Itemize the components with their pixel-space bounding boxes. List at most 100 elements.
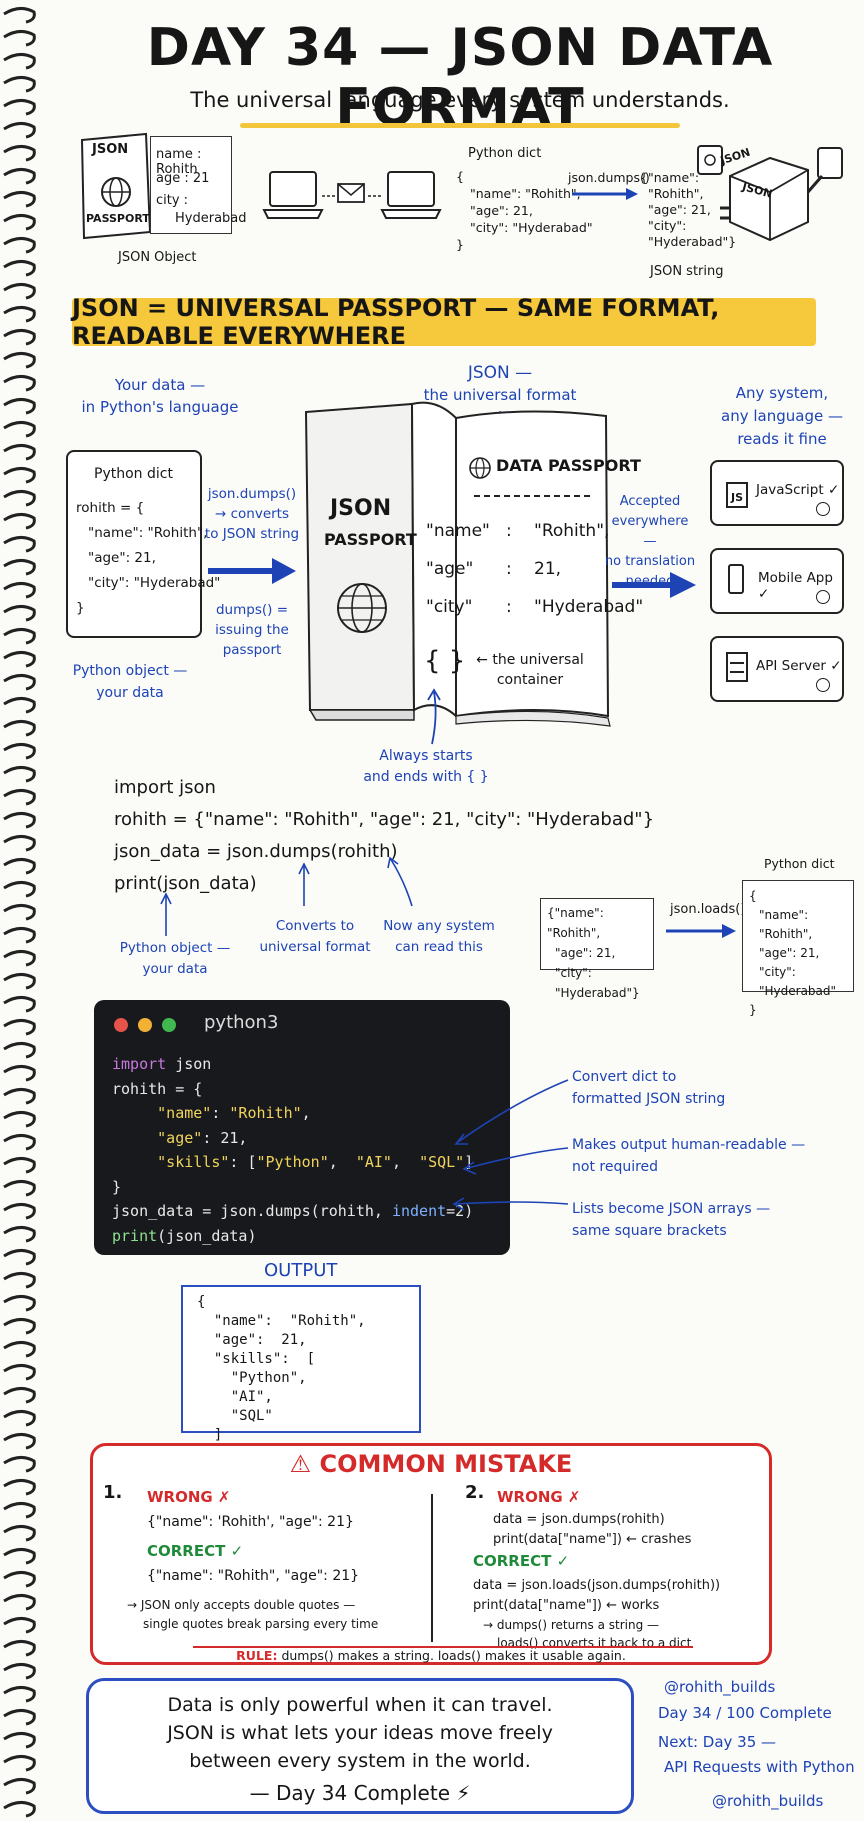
spiral-ring bbox=[3, 1249, 36, 1266]
note-line: JSON — bbox=[467, 363, 533, 383]
rule-label: RULE: bbox=[236, 1648, 278, 1663]
mistake-num: 1. bbox=[103, 1482, 123, 1503]
author-handle[interactable]: @rohith_builds bbox=[664, 1678, 776, 1696]
note-line: Always starts bbox=[379, 748, 473, 764]
note-line: → JSON only accepts double quotes — bbox=[127, 1598, 356, 1612]
common-mistake-box: ⚠ COMMON MISTAKE 1. WRONG ✗ {"name": 'Ro… bbox=[90, 1443, 772, 1665]
note-line: Python object — bbox=[119, 940, 231, 956]
spiral-ring bbox=[3, 444, 36, 461]
wrong-label: WRONG ✗ bbox=[147, 1488, 231, 1506]
output-line: "SQL" bbox=[197, 1408, 273, 1424]
any-system-note: Any system, any language — reads it fine bbox=[712, 382, 852, 451]
spiral-ring bbox=[3, 145, 36, 162]
your-data-note: Your data — in Python's language bbox=[60, 374, 260, 418]
spiral-ring bbox=[3, 1594, 36, 1611]
note-line: any language — bbox=[721, 407, 843, 425]
json-value: 21, bbox=[534, 559, 562, 579]
spiral-ring bbox=[3, 1732, 36, 1749]
laptops-exchange-icon bbox=[262, 171, 442, 219]
correct-label: CORRECT ✓ bbox=[147, 1542, 244, 1560]
spiral-ring bbox=[3, 1088, 36, 1105]
server-icon bbox=[726, 652, 748, 682]
note-line: ← the universal bbox=[476, 652, 584, 668]
note-line: issuing the bbox=[215, 622, 289, 638]
spiral-ring bbox=[3, 421, 36, 438]
system-name: JavaScript ✓ bbox=[756, 482, 840, 498]
code-line: print(data["name"]) ← crashes bbox=[493, 1532, 692, 1547]
code-line: "Rohith", bbox=[648, 186, 704, 201]
json-key: "age" bbox=[426, 559, 474, 579]
correct-label: CORRECT ✓ bbox=[473, 1552, 570, 1570]
code-line: print(json_data) bbox=[114, 873, 257, 894]
output-line: "age": 21, bbox=[197, 1332, 307, 1348]
spiral-ring bbox=[3, 306, 36, 323]
spiral-ring bbox=[3, 904, 36, 921]
ann-any-system: Now any system can read this bbox=[374, 916, 504, 958]
spiral-ring bbox=[3, 1111, 36, 1128]
spiral-ring bbox=[3, 1686, 36, 1703]
code-line: "name": "Rohith", bbox=[88, 525, 208, 541]
spiral-ring bbox=[3, 1571, 36, 1588]
spiral-ring bbox=[3, 651, 36, 668]
spiral-ring bbox=[3, 927, 36, 944]
mistake-num: 2. bbox=[465, 1482, 485, 1503]
wrong-code: data = json.dumps(rohith) print(data["na… bbox=[493, 1510, 691, 1550]
code-line: "age": 21, bbox=[555, 946, 616, 960]
terminal-annotation: Lists become JSON arrays — same square b… bbox=[572, 1198, 770, 1242]
passport-field: age : 21 bbox=[156, 171, 210, 186]
spiral-ring bbox=[3, 1295, 36, 1312]
output-line: "name": "Rohith", bbox=[197, 1313, 366, 1329]
mistake-title: COMMON MISTAKE bbox=[319, 1450, 573, 1478]
author-handle-bottom[interactable]: @rohith_builds bbox=[712, 1792, 824, 1810]
code-snippet: import json rohith = {"name": "Rohith", … bbox=[114, 772, 654, 900]
json-sep: : bbox=[506, 559, 512, 579]
spiral-ring bbox=[3, 122, 36, 139]
arrow-up-icon bbox=[427, 688, 441, 745]
passport-info-card: name : Rohith age : 21 city : Hyderabad bbox=[150, 136, 247, 234]
note-line: Makes output human-readable — bbox=[572, 1137, 806, 1153]
code-line: "name": "Rohith", bbox=[470, 186, 581, 201]
page-title: DAY 34 — JSON DATA FORMAT bbox=[146, 18, 774, 138]
json-value: "Hyderabad" bbox=[534, 597, 644, 617]
spiral-ring bbox=[3, 743, 36, 760]
loads-input-box: {"name": "Rohith", "age": 21, "city": "H… bbox=[540, 898, 654, 1000]
spiral-ring bbox=[3, 490, 36, 507]
top-python-dict: { "name": "Rohith", "age": 21, "city": "… bbox=[456, 168, 593, 253]
code-line: { bbox=[456, 169, 464, 184]
spiral-ring bbox=[3, 1525, 36, 1542]
spiral-ring bbox=[3, 352, 36, 369]
spiral-ring bbox=[3, 1456, 36, 1473]
json-key: "name" bbox=[426, 521, 490, 541]
json-adapter-cube-icon bbox=[697, 145, 843, 242]
spiral-ring bbox=[3, 99, 36, 116]
correct-code: {"name": "Rohith", "age": 21} bbox=[147, 1568, 360, 1584]
passport-field: Hyderabad bbox=[175, 211, 247, 226]
system-card-api: API Server ✓ bbox=[710, 636, 844, 702]
terminal-annotation-arrows bbox=[452, 1079, 569, 1211]
rule-divider bbox=[193, 1646, 693, 1648]
code-line: rohith = { bbox=[76, 500, 145, 516]
arrow-right-icon bbox=[612, 572, 696, 598]
code-line: "city": "Hyderabad" bbox=[88, 575, 221, 591]
note-line: your data bbox=[142, 961, 208, 977]
note-line: Accepted bbox=[619, 494, 681, 509]
output-code: { "name": "Rohith", "age": 21, "skills":… bbox=[197, 1293, 366, 1464]
ann-python-object: Python object — your data bbox=[110, 938, 240, 980]
spiral-ring bbox=[3, 1134, 36, 1151]
code-line: "city": "Hyderabad"} bbox=[555, 966, 640, 1000]
output-line: "skills": [ bbox=[197, 1351, 316, 1367]
ann-converts: Converts to universal format bbox=[250, 916, 380, 958]
note-line: Python object — bbox=[72, 663, 188, 679]
code-line: json_data = json.dumps(rohith) bbox=[114, 841, 398, 862]
js-icon: JS bbox=[726, 482, 748, 508]
spiral-ring bbox=[3, 398, 36, 415]
code-line: "age": 21, bbox=[88, 550, 156, 566]
spiral-ring bbox=[3, 950, 36, 967]
system-name: API Server ✓ bbox=[756, 658, 842, 674]
passport-cover-title: JSON bbox=[92, 142, 129, 157]
note-line: not required bbox=[572, 1159, 659, 1175]
code-line: import json bbox=[114, 777, 216, 798]
note-line: json.dumps() bbox=[207, 486, 297, 502]
passport-field: city : bbox=[156, 193, 189, 208]
output-line: ] bbox=[197, 1427, 223, 1443]
